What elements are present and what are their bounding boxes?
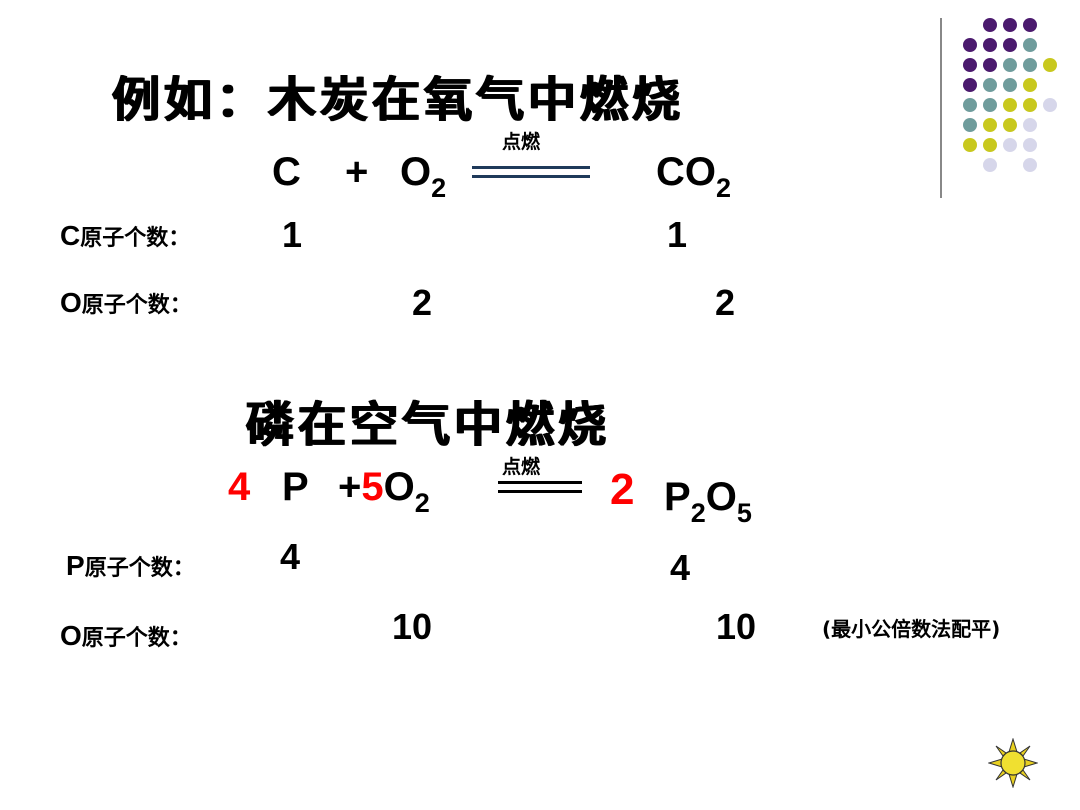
decorative-dot (963, 118, 977, 132)
example1-c-count-left: 1 (282, 214, 303, 255)
sun-icon[interactable] (987, 737, 1039, 789)
example2-p-count-label: P原子个数： (66, 550, 195, 581)
example1-reactant-o2: O2 (400, 150, 447, 203)
example1-c-count-right: 1 (667, 214, 688, 255)
example2-coef-p2o5: 2 (610, 465, 635, 514)
decorative-dot (963, 38, 977, 52)
decorative-dot (1003, 118, 1017, 132)
decorative-dot (983, 118, 997, 132)
example1-condition: 点燃 (502, 131, 541, 153)
decorative-dot (1023, 98, 1037, 112)
decorative-dot (1023, 58, 1037, 72)
decorative-dot (1023, 158, 1037, 172)
decorative-dot (963, 138, 977, 152)
decorative-dot (983, 78, 997, 92)
decorative-dot (1023, 138, 1037, 152)
decorative-dot (1003, 98, 1017, 112)
example2-o-count-label: O原子个数： (60, 620, 192, 651)
decorative-dot (1023, 78, 1037, 92)
decorative-dot (1003, 138, 1017, 152)
example1-equal-line-bottom (472, 175, 590, 178)
decorative-dot (1023, 38, 1037, 52)
decorative-dot (983, 138, 997, 152)
example2-product-p2o5: P2O5 (664, 475, 752, 528)
decorative-dot (983, 38, 997, 52)
example2-condition: 点燃 (502, 456, 541, 478)
decorative-dot (1023, 118, 1037, 132)
example2-reactant-p: P (282, 465, 309, 509)
decorative-dot (983, 98, 997, 112)
decorative-dot (963, 58, 977, 72)
decorative-dot (983, 58, 997, 72)
example1-plus: + (345, 150, 369, 194)
example2-equal-line-bottom (498, 490, 582, 493)
decorative-dot (963, 98, 977, 112)
example1-o-count-left: 2 (412, 282, 433, 323)
decorative-dot (1003, 78, 1017, 92)
example1-title: 例如：木炭在氧气中燃烧 (112, 72, 685, 128)
decorative-dot (1003, 18, 1017, 32)
example2-title: 磷在空气中燃烧 (246, 397, 611, 453)
example2-p-count-right: 4 (670, 547, 691, 588)
decorative-dot (1003, 38, 1017, 52)
decorative-dot (1023, 18, 1037, 32)
decorative-dot (1043, 98, 1057, 112)
example2-coef-p: 4 (228, 465, 251, 509)
example1-equal-line-top (472, 166, 590, 169)
decorative-dot (963, 78, 977, 92)
example2-reactant-o2: +5O2 (338, 465, 430, 518)
example2-equal-line-top (498, 481, 582, 484)
example1-c-count-label: C原子个数： (60, 220, 191, 251)
decorative-dot (1003, 58, 1017, 72)
example1-o-count-right: 2 (715, 282, 736, 323)
example2-p-count-left: 4 (280, 536, 301, 577)
example1-reactant-c: C (272, 150, 301, 194)
example1-o-count-label: O原子个数： (60, 287, 192, 318)
decorative-dot (1043, 58, 1057, 72)
balancing-method-note: (最小公倍数法配平) (822, 617, 1001, 641)
example2-o-count-left: 10 (392, 606, 433, 647)
decorative-dot (983, 158, 997, 172)
example1-product-co2: CO2 (656, 150, 732, 203)
decorative-dot (983, 18, 997, 32)
example2-o-count-right: 10 (716, 606, 757, 647)
vertical-divider (940, 18, 942, 198)
